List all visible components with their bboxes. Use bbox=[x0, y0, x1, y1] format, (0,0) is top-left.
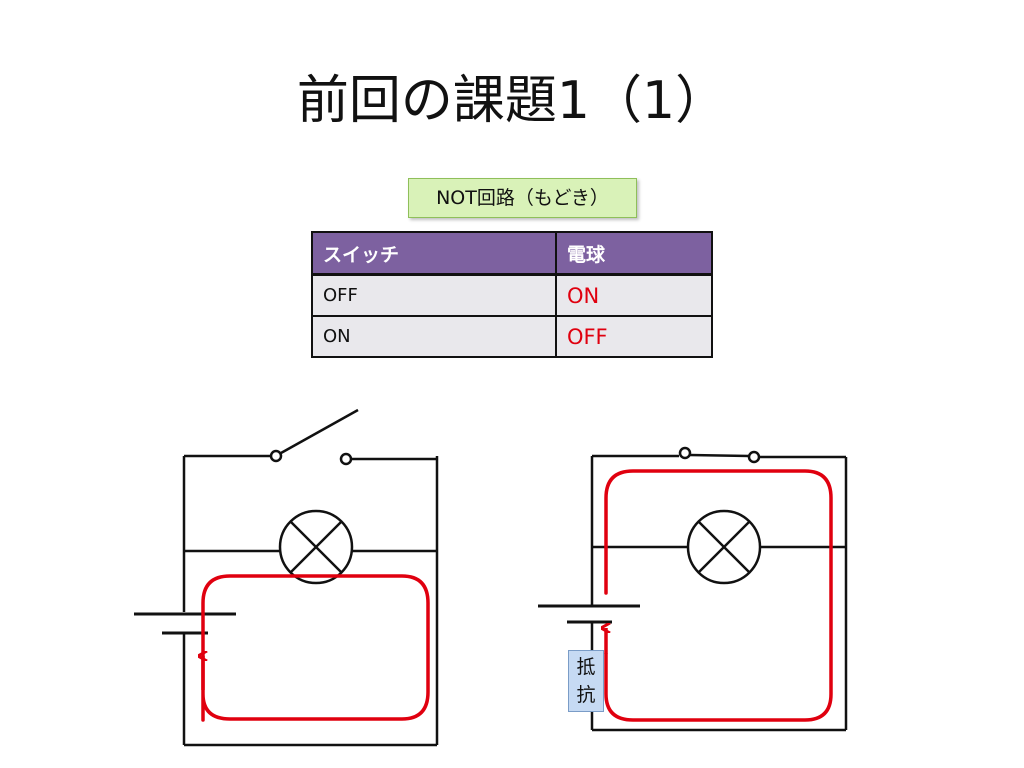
table-header-row: スイッチ 電球 bbox=[311, 231, 714, 276]
table-row: ON OFF bbox=[311, 315, 714, 358]
switch-terminal bbox=[678, 446, 692, 460]
switch-terminal bbox=[747, 450, 761, 464]
header-bulb: 電球 bbox=[554, 231, 714, 276]
circuit-switch-open bbox=[134, 408, 439, 747]
switch-lever-open bbox=[280, 408, 359, 455]
header-switch: スイッチ bbox=[311, 231, 557, 276]
current-loop bbox=[604, 469, 833, 722]
resistor-label: 抵抗 bbox=[568, 650, 604, 712]
cell-switch-state: OFF bbox=[311, 273, 557, 317]
cell-bulb-state: OFF bbox=[554, 315, 714, 358]
slide-title: 前回の課題1（1） bbox=[296, 71, 728, 131]
switch-terminal bbox=[339, 452, 353, 466]
switch-terminal bbox=[269, 449, 283, 463]
truth-table: スイッチ 電球 OFF ON ON OFF bbox=[311, 231, 714, 358]
lamp-cross bbox=[698, 521, 750, 573]
circuit-switch-closed bbox=[538, 446, 848, 732]
current-loop bbox=[201, 574, 430, 722]
cell-switch-state: ON bbox=[311, 315, 557, 358]
table-row: OFF ON bbox=[311, 273, 714, 317]
cell-bulb-state: ON bbox=[554, 273, 714, 317]
circuit-caption: NOT回路（もどき） bbox=[408, 178, 637, 218]
lamp-cross bbox=[290, 521, 342, 573]
switch-lever-closed bbox=[689, 453, 750, 458]
